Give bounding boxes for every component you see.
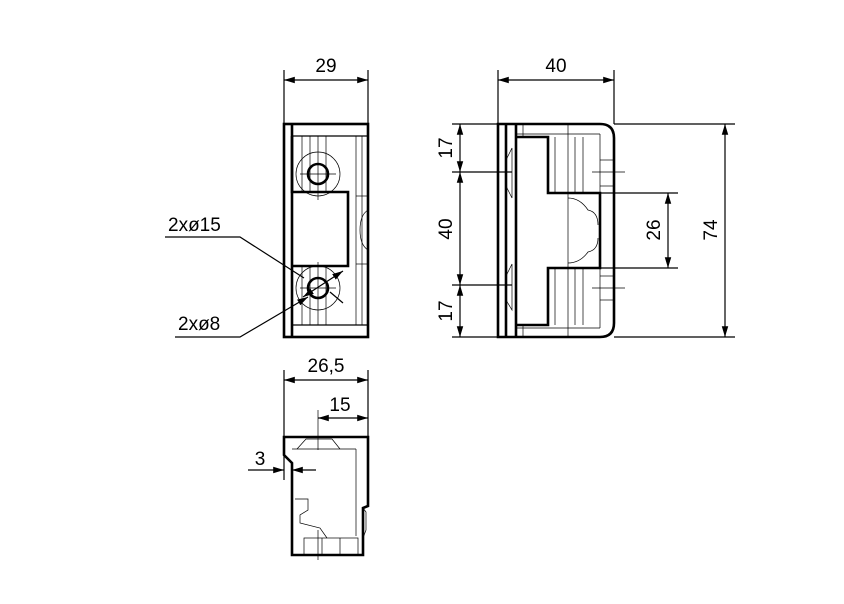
upper-hole xyxy=(306,162,330,186)
bottom-view: 26,5 15 3 xyxy=(248,356,370,560)
dim-height-74: 74 xyxy=(701,219,722,241)
dim-width-29: 29 xyxy=(315,56,336,77)
dim-bottom-17: 17 xyxy=(436,300,457,321)
label-hole-small: 2xø8 xyxy=(178,314,220,335)
dim-depth-26-5: 26,5 xyxy=(308,356,345,377)
dim-top-17: 17 xyxy=(436,137,457,158)
side-view: 40 17 40 17 26 74 xyxy=(436,56,735,339)
dim-lip-3: 3 xyxy=(255,449,266,470)
dim-slot-26: 26 xyxy=(644,219,665,240)
dim-middle-40: 40 xyxy=(436,218,457,239)
dim-width-40: 40 xyxy=(545,56,566,77)
label-hole-large: 2xø15 xyxy=(168,215,221,236)
front-view: 29 2xø15 2xø8 xyxy=(165,56,370,339)
dim-offset-15: 15 xyxy=(329,395,350,416)
